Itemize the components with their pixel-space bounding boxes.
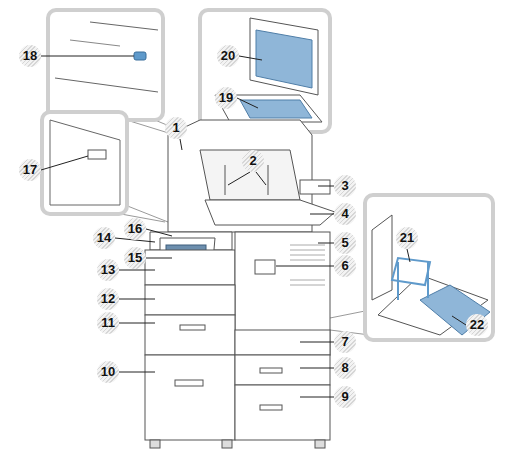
inset-top-left [48, 10, 163, 120]
callout-number: 13 [97, 259, 119, 281]
callout-number: 19 [215, 87, 237, 109]
callout-number: 15 [124, 247, 146, 269]
inset-right [365, 195, 493, 340]
callout-number: 11 [97, 312, 119, 334]
callout-number: 7 [334, 331, 356, 353]
callout-number: 12 [97, 288, 119, 310]
inset-top-right [200, 10, 330, 132]
callout-number: 20 [217, 45, 239, 67]
callout-number: 6 [334, 255, 356, 277]
callout-number: 3 [334, 175, 356, 197]
printer-body [145, 120, 335, 448]
callout-number: 18 [19, 45, 41, 67]
callout-number: 14 [93, 227, 115, 249]
callout-number: 16 [124, 218, 146, 240]
callout-number: 5 [334, 232, 356, 254]
leader-lines [41, 56, 466, 397]
callout-number: 17 [19, 159, 41, 181]
callout-number: 21 [396, 227, 418, 249]
callout-number: 2 [242, 150, 264, 172]
callout-number: 8 [334, 357, 356, 379]
callout-number: 10 [97, 361, 119, 383]
callout-number: 1 [165, 117, 187, 139]
inset-left [42, 112, 127, 214]
callout-number: 4 [334, 203, 356, 225]
callout-number: 9 [334, 386, 356, 408]
callout-number: 22 [466, 314, 488, 336]
